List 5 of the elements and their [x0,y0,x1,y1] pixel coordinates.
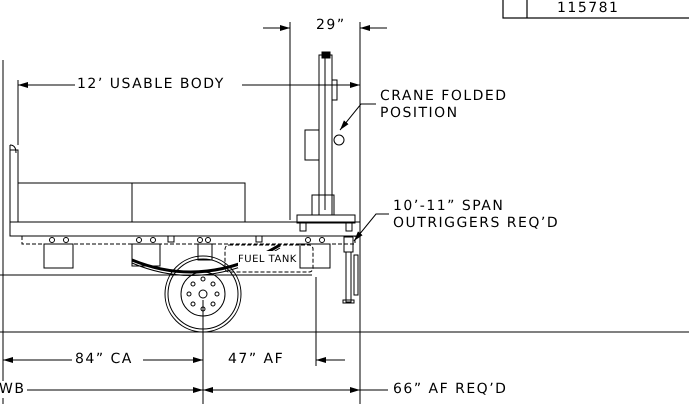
part-label: FUEL TANK [238,251,297,268]
outrigger-drawing [342,236,358,304]
leader-line [354,214,390,242]
crane-drawing [296,52,356,232]
leader-line [340,104,376,130]
